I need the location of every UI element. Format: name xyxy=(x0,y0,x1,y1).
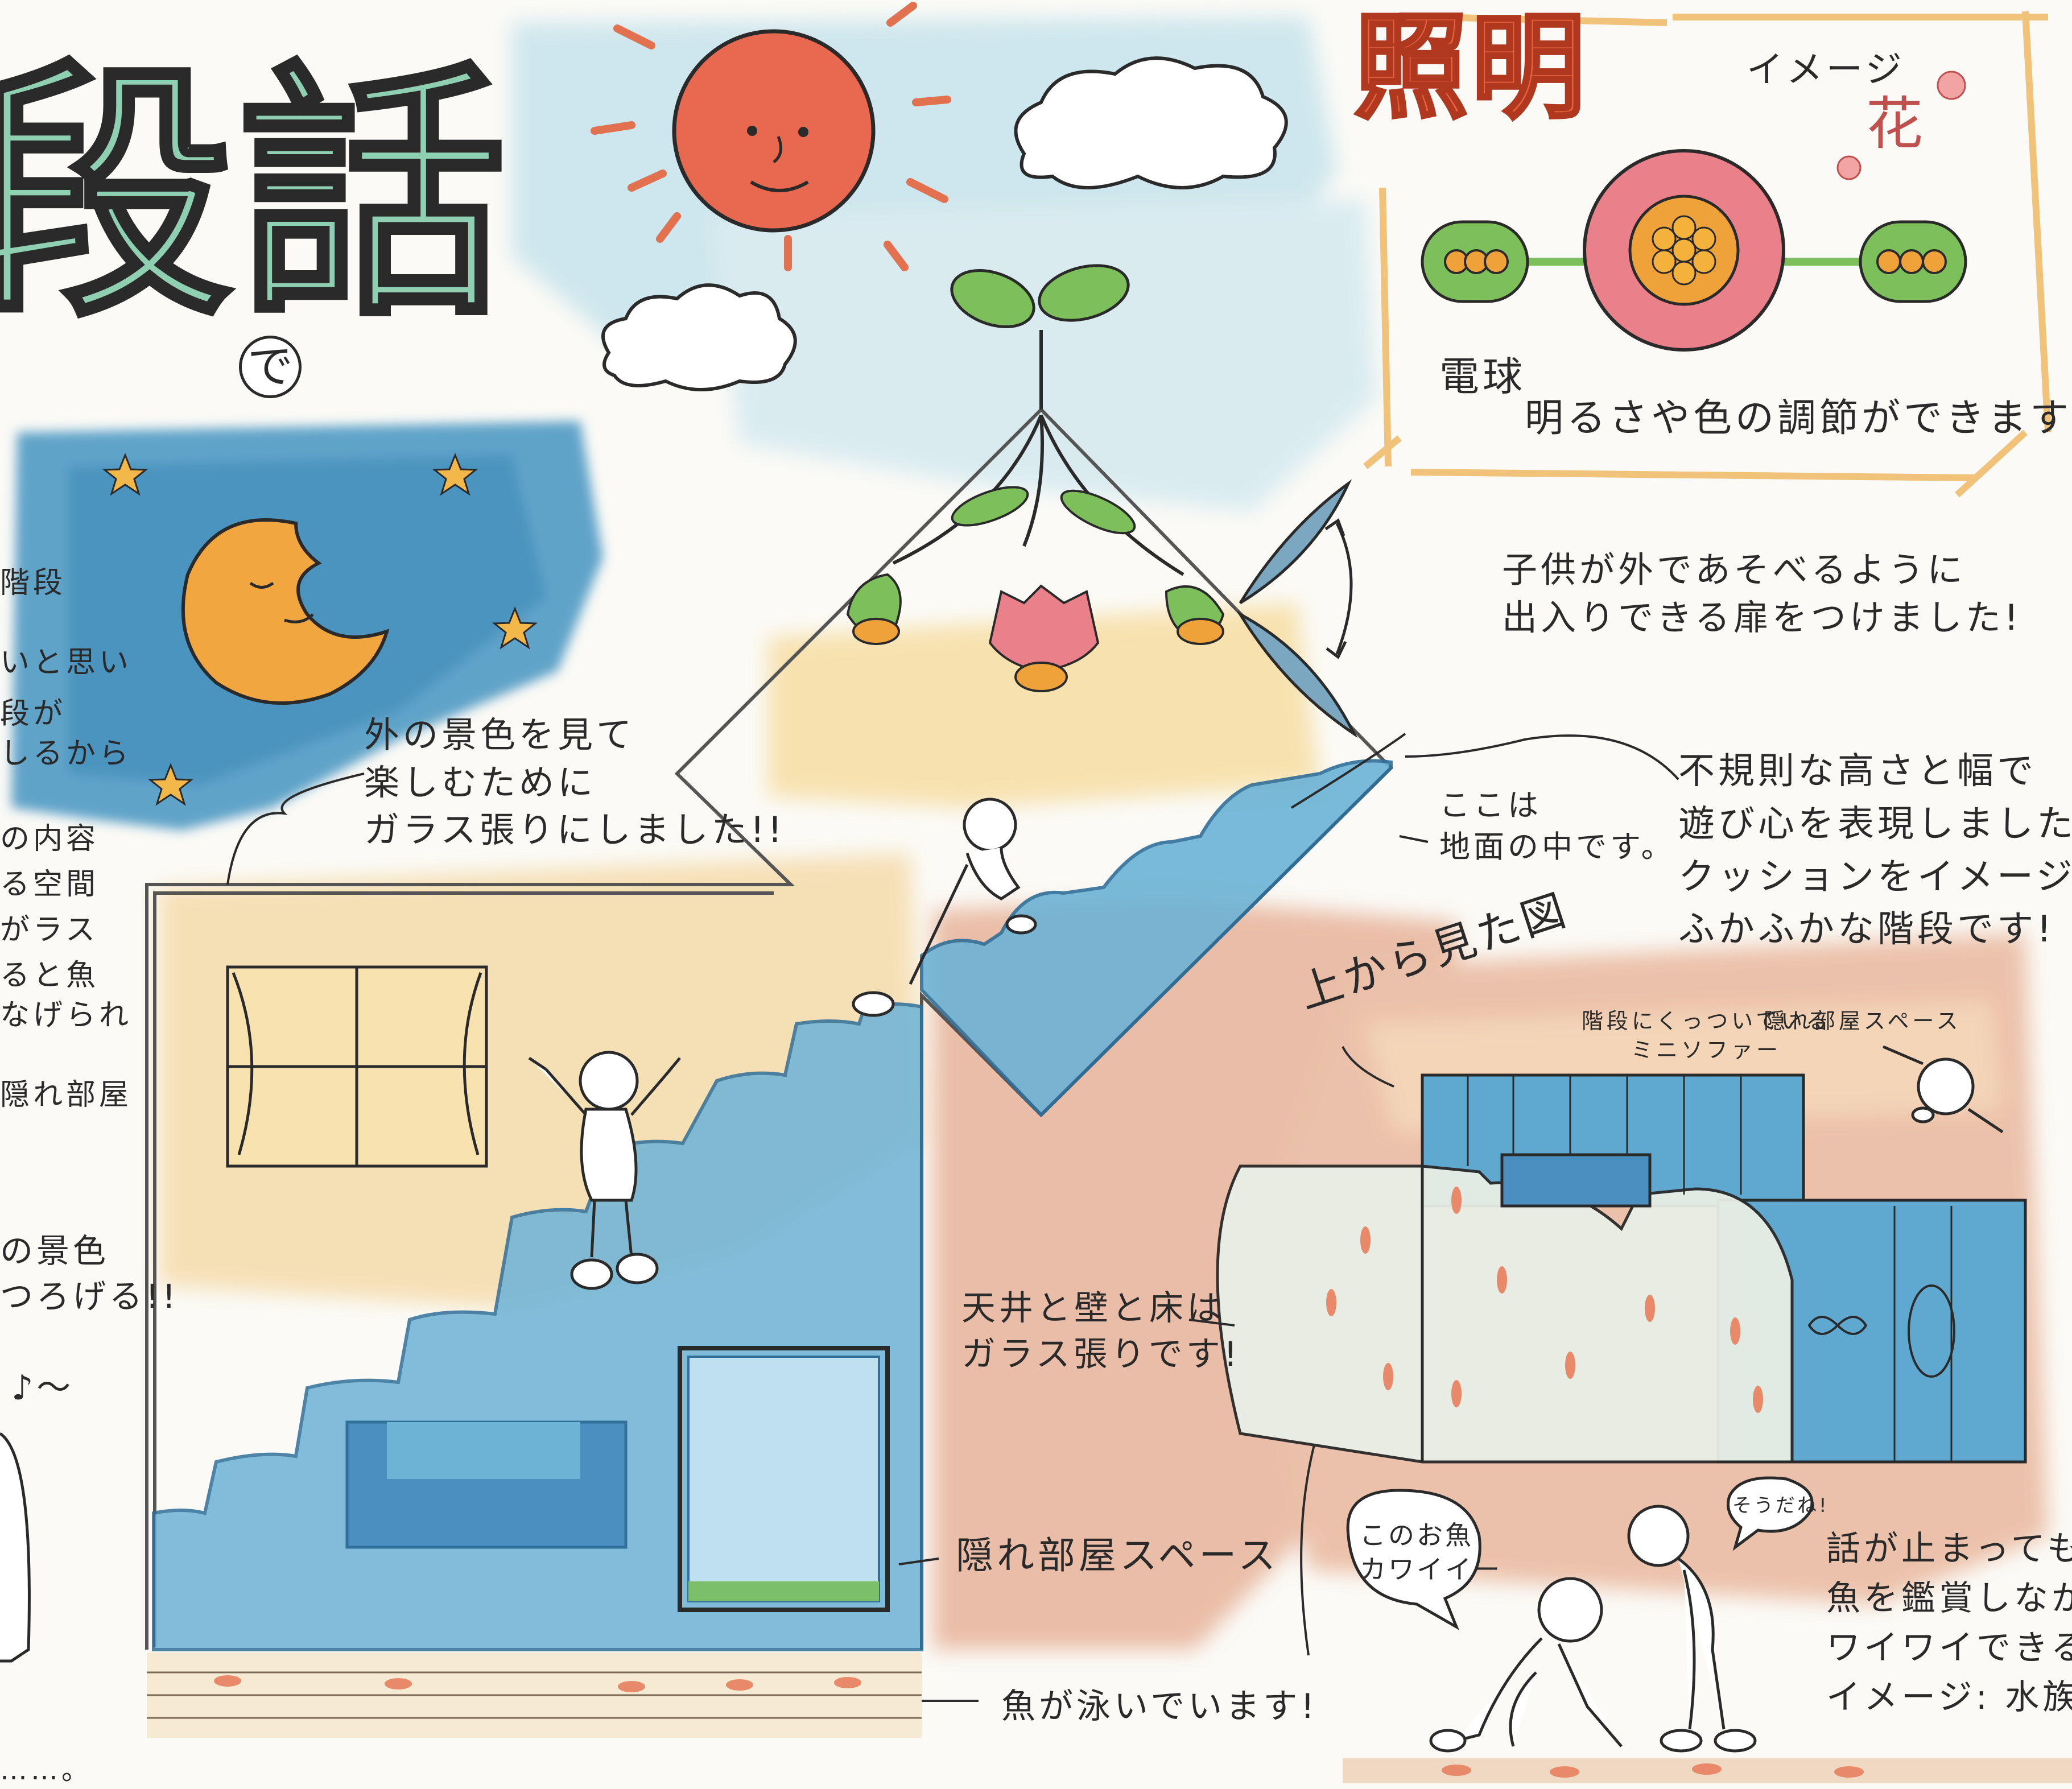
cloud-icon-right xyxy=(1014,56,1288,189)
left-fragment-6: る空間 xyxy=(0,867,100,902)
left-fragment-1: 階段 xyxy=(0,566,67,600)
left-fragment-2: いと思い xyxy=(0,646,133,680)
left-edge-figure xyxy=(0,1432,31,1663)
note-ceiling-glass: 天井と壁と床は ガラス張りです! xyxy=(961,1288,1241,1374)
flower-lamp-icon xyxy=(846,414,1225,692)
lower-stairs xyxy=(152,1002,923,1651)
lighting-flower-label: 花 xyxy=(1866,90,1926,157)
note-aquarium: 話が止まっても 魚を鑑賞しながら ワイワイできる。 イメージ: 水族館 xyxy=(1826,1529,2072,1717)
main-title: 段話 xyxy=(0,40,512,352)
small-flower-icons xyxy=(1836,71,1966,180)
note-underground: ここは 地面の中です。 xyxy=(1439,787,1675,865)
left-fragment-3: 段が xyxy=(0,697,67,731)
lighting-title: 照明 xyxy=(1352,2,1589,134)
left-fragment-8: ると魚 xyxy=(0,958,100,993)
speech-person2: そうだね! xyxy=(1732,1494,1829,1517)
sun-icon xyxy=(591,2,951,271)
note-stairs: 不規則な高さと幅で 遊び心を表現しました! クッションをイメージした ふかふかな… xyxy=(1678,750,2072,951)
left-fragment-4: しるから xyxy=(0,737,133,771)
cloud-icon-left xyxy=(601,283,797,391)
leader-lines xyxy=(226,733,1679,1702)
note-glass-roof: 外の景色を見て 楽しむために ガラス張りにしました!! xyxy=(364,714,786,851)
speech-bubbles xyxy=(1346,1476,1814,1630)
figure-bending xyxy=(1627,1505,1757,1753)
lighting-bulb-label: 電球 xyxy=(1439,353,1526,400)
lighting-frame xyxy=(1363,11,2052,498)
note-fish-swimming: 魚が泳いでいます! xyxy=(1001,1687,1318,1726)
flower-bulb-icon xyxy=(1421,149,1967,352)
figure-cheering xyxy=(528,1051,681,1290)
left-fragment-10: 隠れ部屋 xyxy=(0,1078,133,1112)
speech-person1: このお魚 カワイイー xyxy=(1360,1520,1502,1585)
left-fragment-14: ……。 xyxy=(0,1754,93,1786)
figure-top-stairs xyxy=(852,798,1037,1017)
left-fragment-7: がラス xyxy=(0,913,98,947)
note-mini-sofa: 階段にくっついている ミニソファー xyxy=(1582,1009,1831,1063)
floor-strip-right xyxy=(1343,1758,2072,1783)
left-fragment-13: ♪～ xyxy=(11,1368,75,1408)
note-door: 子供が外であそべるように 出入りできる扉をつけました! xyxy=(1502,549,2022,638)
figure-pointing xyxy=(1429,1577,1623,1753)
note-hidden-room-space: 隠れ部屋スペース xyxy=(956,1534,1279,1577)
window-icon xyxy=(226,965,488,1168)
figure-floating xyxy=(1883,1045,2004,1134)
floor-fish-layer xyxy=(147,1652,922,1738)
left-fragment-9: なげられ xyxy=(0,998,133,1032)
top-view-plan xyxy=(1216,1073,2027,1464)
left-fragment-11: の景色 xyxy=(0,1232,110,1270)
lighting-image-label: イメージ xyxy=(1747,49,1905,91)
roof-door-icon xyxy=(1236,479,1358,738)
left-fragment-12: つろげる!! xyxy=(0,1277,179,1316)
sprout-icon xyxy=(950,264,1130,410)
title-de-char: で xyxy=(239,336,302,398)
upper-stairs xyxy=(920,759,1393,1118)
star-icons xyxy=(102,452,538,806)
lighting-description: 明るさや色の調節ができます!! xyxy=(1525,396,2072,441)
moon-icon xyxy=(181,518,390,705)
note-hidden-room-top: 隠れ部屋スペース xyxy=(1764,1009,1962,1034)
left-fragment-5: の内容 xyxy=(0,822,100,856)
